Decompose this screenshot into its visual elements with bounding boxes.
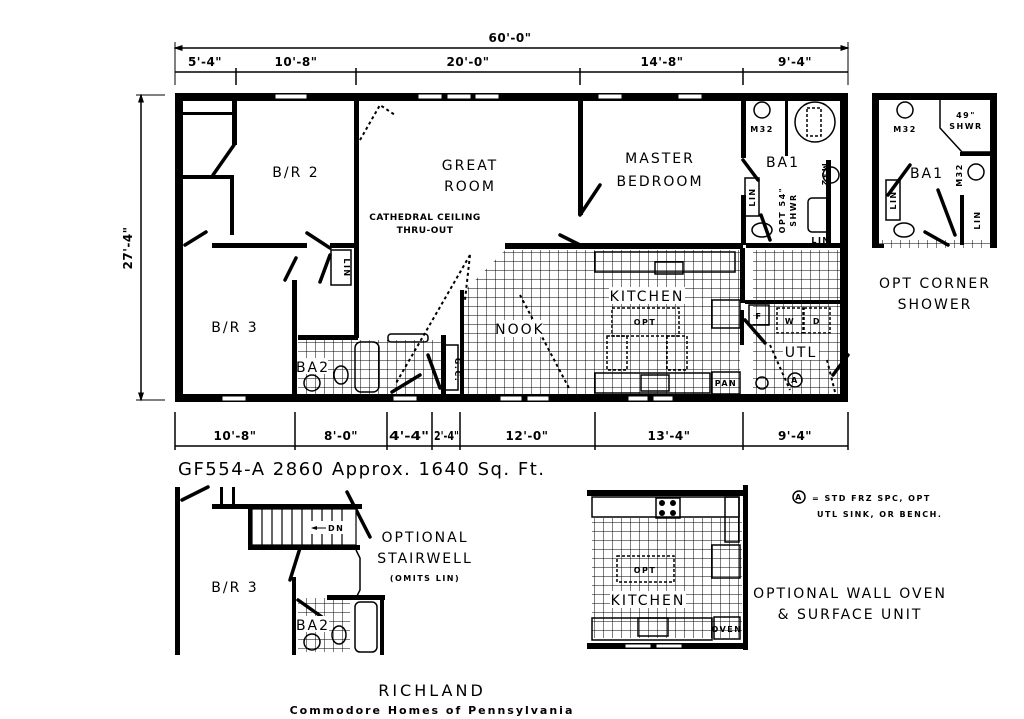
- corner-shower-caption-1: OPT CORNER: [879, 276, 991, 292]
- kitchen-inset: OPT KITCHEN OVEN OPTIONAL WALL OVEN & SU…: [587, 485, 947, 650]
- room-ba2-label: BA2: [296, 360, 330, 376]
- room-nook-label: NOOK: [495, 322, 545, 338]
- model-name: RICHLAND: [378, 681, 486, 700]
- oven-caption-2: & SURFACE UNIT: [778, 607, 923, 623]
- cathedral-label-2: THRU-OUT: [397, 226, 454, 236]
- dim-top-4: 14'-8": [641, 55, 684, 69]
- room-kitchen-label: KITCHEN: [610, 289, 685, 305]
- room-master-label-2: BEDROOM: [616, 174, 703, 190]
- inset-opt-label: OPT: [634, 566, 657, 575]
- note-symbol: A: [795, 493, 803, 502]
- washer-label: W: [785, 317, 795, 326]
- oven-caption-1: OPTIONAL WALL OVEN: [753, 586, 947, 602]
- dim-bottom-5: 12'-0": [506, 429, 549, 443]
- room-br2-label: B/R 2: [272, 165, 319, 181]
- inset-shower-label-1: 49": [956, 111, 976, 120]
- stair-ba2-label: BA2: [296, 618, 330, 634]
- inset-oven-label: OVEN: [712, 625, 743, 634]
- stair-down-label: DN: [328, 524, 344, 533]
- room-utl-label: UTL: [785, 345, 818, 361]
- furnace-label: F: [756, 312, 763, 321]
- stairwell-caption-1: OPTIONAL: [381, 530, 468, 546]
- room-great-room-label-2: ROOM: [444, 179, 496, 195]
- opt-shwr-label-2: SHWR: [789, 193, 798, 226]
- inset-kitchen-label: KITCHEN: [611, 593, 686, 609]
- corner-shower-inset: BA1 M32 M32 49" SHWR LIN LIN OPT CORNER …: [872, 93, 997, 313]
- inset-lin-label-2: LIN: [973, 210, 982, 229]
- stairwell-caption-2: STAIRWELL: [377, 551, 473, 567]
- corner-shower-caption-2: SHOWER: [898, 297, 973, 313]
- inset-ba1-label: BA1: [910, 166, 944, 182]
- freezer-mark: A: [791, 376, 799, 385]
- note-line-1: = STD FRZ SPC, OPT: [812, 494, 931, 503]
- freezer-note: A = STD FRZ SPC, OPT UTL SINK, OR BENCH.: [792, 490, 942, 519]
- gc-label: G.C.: [453, 358, 462, 383]
- dim-top-2: 10'-8": [275, 55, 318, 69]
- top-dimensions: 60'-0" 5'-4" 10'-8" 20'-0" 14'-8" 9'-4": [173, 31, 850, 85]
- room-ba1-label: BA1: [766, 155, 800, 171]
- room-br3-label: B/R 3: [211, 320, 258, 336]
- overall-depth: 27'-4": [121, 227, 135, 270]
- pantry-label: PAN: [715, 379, 738, 388]
- room-master-label-1: MASTER: [625, 151, 695, 167]
- inset-lin-label: LIN: [889, 190, 898, 209]
- lin-ba1-label-2: LIN: [811, 236, 830, 245]
- dim-bottom-3: 4'-4": [389, 429, 429, 443]
- opt-shwr-label-1: OPT 54": [778, 187, 787, 234]
- main-plan: B/R 2 GREAT ROOM CATHEDRAL CEILING THRU-…: [175, 93, 850, 402]
- stairwell-inset: DN B/R 3 BA2 OPTIONAL STAIRWELL (OMITS L…: [175, 485, 473, 655]
- left-dimension: 27'-4": [121, 93, 165, 402]
- company-name: Commodore Homes of Pennsylvania: [290, 704, 575, 717]
- dim-top-3: 20'-0": [447, 55, 490, 69]
- lin-ba1-label: LIN: [748, 187, 757, 206]
- bottom-dimensions: 10'-8" 8'-0" 4'-4" 2'-4" 12'-0" 13'-4" 9…: [174, 412, 849, 450]
- m32-label-2: M32: [820, 163, 829, 187]
- opt-island-label: OPT: [634, 318, 657, 327]
- dim-bottom-2: 8'-0": [324, 429, 358, 443]
- dryer-label: D: [813, 317, 821, 326]
- dim-bottom-7: 9'-4": [778, 429, 812, 443]
- inset-m32-label: M32: [893, 125, 917, 134]
- m32-label: M32: [750, 125, 774, 134]
- dim-top-5: 9'-4": [778, 55, 812, 69]
- dim-bottom-4: 2'-4": [434, 429, 459, 443]
- dim-bottom-1: 10'-8": [214, 429, 257, 443]
- inset-shower-label-2: SHWR: [949, 122, 982, 131]
- plan-title: GF554-A 2860 Approx. 1640 Sq. Ft.: [178, 459, 546, 480]
- overall-width: 60'-0": [489, 31, 532, 45]
- dim-top-1: 5'-4": [188, 55, 222, 69]
- lin-hall-label: LIN: [342, 258, 351, 277]
- stairwell-caption-3: (OMITS LIN): [390, 574, 460, 583]
- dim-bottom-6: 13'-4": [648, 429, 691, 443]
- room-great-room-label-1: GREAT: [442, 158, 498, 174]
- cathedral-label-1: CATHEDRAL CEILING: [369, 213, 481, 223]
- stair-br3-label: B/R 3: [211, 580, 258, 596]
- inset-m32-label-2: M32: [955, 163, 964, 187]
- note-line-2: UTL SINK, OR BENCH.: [817, 510, 942, 519]
